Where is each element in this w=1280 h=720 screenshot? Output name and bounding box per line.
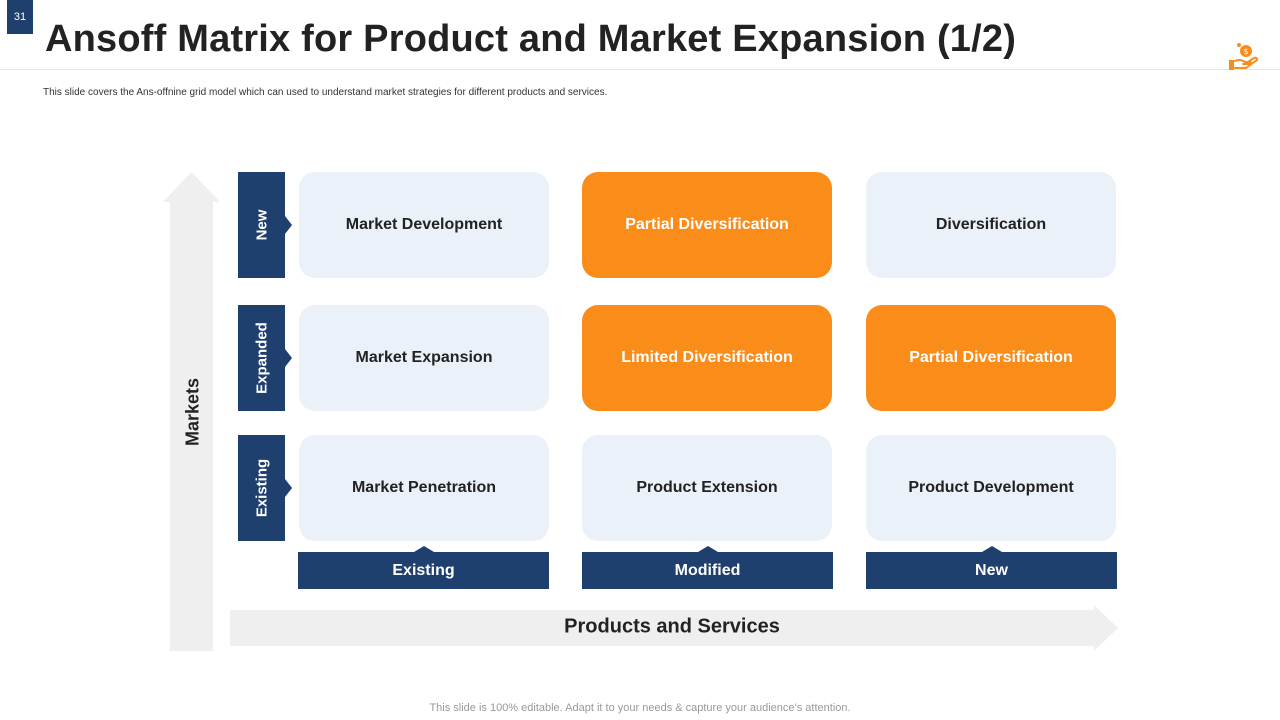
matrix-cell: Market Expansion [299,305,549,411]
title-divider [0,69,1280,70]
matrix-cell: Limited Diversification [582,305,832,411]
markets-axis-arrow [163,172,220,652]
matrix-cell: Market Development [299,172,549,278]
matrix-cell: Product Development [866,435,1116,541]
matrix-cell: Diversification [866,172,1116,278]
row-label: Existing [253,458,270,518]
products-axis-arrow [230,605,1118,651]
column-tab-new: New [866,546,1117,589]
column-tab-existing: Existing [298,546,549,589]
row-tab-expanded: Expanded [238,305,292,411]
row-tab-existing: Existing [238,435,292,541]
markets-axis-label: Markets [182,377,203,447]
hand-coin-icon: $ [1226,40,1260,74]
matrix-cell: Partial Diversification [582,172,832,278]
products-axis-label: Products and Services [564,615,780,638]
slide-number: 31 [7,0,33,34]
svg-text:$: $ [1243,47,1248,56]
row-tab-new: New [238,172,292,278]
row-label: New [253,209,270,241]
column-tab-modified: Modified [582,546,833,589]
footer-note: This slide is 100% editable. Adapt it to… [429,702,851,714]
slide-description: This slide covers the Ans-offnine grid m… [43,87,608,98]
row-label: Expanded [253,322,270,394]
matrix-cell: Market Penetration [299,435,549,541]
matrix-cell: Partial Diversification [866,305,1116,411]
matrix-cell: Product Extension [582,435,832,541]
page-title: Ansoff Matrix for Product and Market Exp… [45,18,1017,60]
